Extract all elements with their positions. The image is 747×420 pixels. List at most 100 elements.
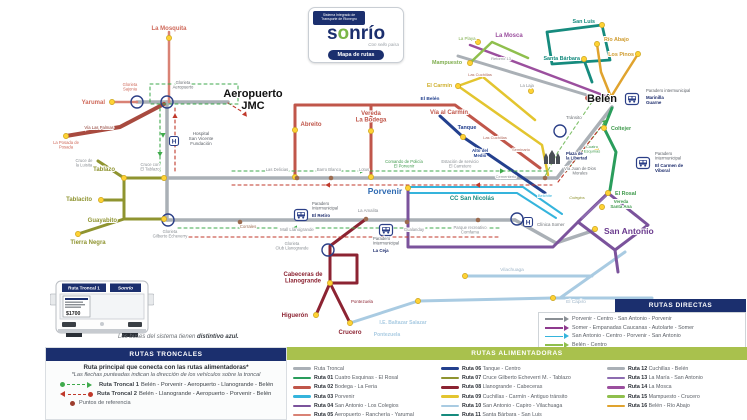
brand-letter: n xyxy=(349,23,361,44)
brand-card: Sistema Integrado de Transporte de Rione… xyxy=(308,7,404,63)
route-name: Ruta 10 San Antonio - Capiro - Vilachuag… xyxy=(462,402,563,409)
reference-dot-icon xyxy=(237,219,243,225)
brand-letter: r xyxy=(360,23,369,44)
direction-arrow-icon xyxy=(601,119,607,125)
map-label: El Belén xyxy=(421,96,440,102)
map-label: CC San Nicolás xyxy=(450,196,495,202)
map-label-halo: El Rosal xyxy=(615,191,637,197)
stop-dot-icon xyxy=(415,298,421,304)
hospital-icon: H xyxy=(168,135,180,147)
route-line xyxy=(328,281,352,325)
map-label-halo: Crucero xyxy=(338,330,361,336)
stop-dot-icon xyxy=(327,280,333,286)
bus-wheel-right xyxy=(122,333,138,337)
route-line xyxy=(595,42,613,99)
map-label-halo: Tablacito xyxy=(66,197,92,203)
route-line xyxy=(293,103,542,179)
feeder-route-row: Ruta 03 Porvenir xyxy=(293,392,441,401)
map-label-halo: San Antonio xyxy=(604,226,654,236)
map-label: Belchite xyxy=(538,193,553,198)
stop-dot-icon xyxy=(161,216,167,222)
map-label: La Ceja xyxy=(373,248,389,253)
reference-points-row: Puntos de referencia xyxy=(70,400,286,406)
brand-letter: í xyxy=(368,23,374,44)
map-label: Río Abajo xyxy=(604,37,630,43)
map-label: Corrales xyxy=(240,224,257,229)
agency-line2: Transporte de Rionegro xyxy=(321,17,357,22)
stop-dot-icon xyxy=(635,51,641,57)
bus-stop-icon xyxy=(378,223,394,237)
reference-label: Puntos de referencia xyxy=(79,400,131,406)
direct-route-line xyxy=(545,326,563,329)
bus-stop-icon xyxy=(624,92,640,106)
route-color-swatch xyxy=(441,413,459,417)
map-label-halo: Los Pinos xyxy=(608,52,634,58)
bus-headlight-left xyxy=(62,322,76,327)
route-name: Ruta Troncal xyxy=(314,365,345,372)
route-line xyxy=(348,296,654,325)
route-line xyxy=(581,195,607,219)
map-label-halo: Belchite xyxy=(538,193,553,198)
map-label: Barro Blanco xyxy=(317,167,342,172)
feeder-route-row: Ruta 05 Aeropuerto - Ranchería - Yarumal xyxy=(293,410,441,419)
bus-brand-sign-text: Sonrío xyxy=(118,286,133,292)
feeder-route-row: Ruta 04 San Antonio - Los Colegios xyxy=(293,401,441,410)
route-line xyxy=(328,253,359,285)
route-line xyxy=(609,52,640,99)
rutas-alimentadoras-header: RUTAS ALIMENTADORAS xyxy=(287,347,747,360)
bus-stop-icon xyxy=(635,156,651,170)
map-label-halo: La Mosca xyxy=(495,33,523,39)
route-line xyxy=(613,248,620,274)
map-label: El Carmín xyxy=(427,83,452,89)
map-label-halo: El Carmín xyxy=(427,83,452,89)
direction-arrow-icon xyxy=(172,113,178,118)
map-label-halo: La Mosquita xyxy=(151,26,187,32)
stop-dot-icon xyxy=(121,175,127,181)
direct-route-arrow-icon xyxy=(564,324,569,331)
route-card-line xyxy=(65,298,88,300)
glorieta-circle-icon xyxy=(553,124,567,138)
map-label: Higuerón xyxy=(282,313,309,319)
feeder-route-row: Ruta 14 La Mosca xyxy=(607,383,739,392)
feeder-route-row: Ruta 06 Tanque - Centro xyxy=(441,364,607,373)
brand-letter: o xyxy=(337,23,350,44)
bus-emblem xyxy=(100,322,104,326)
mapa-de-rutas-button[interactable]: Mapa de rutas xyxy=(328,50,384,60)
route-color-swatch xyxy=(441,395,459,398)
feeder-route-row: Ruta 01 Cuatro Esquinas - El Rosal xyxy=(293,373,441,382)
route-line xyxy=(545,23,612,66)
stop-dot-icon xyxy=(75,231,81,237)
map-label: Las Cuchillas xyxy=(468,72,492,77)
map-label-halo: Coltejer xyxy=(611,126,632,132)
route-line xyxy=(582,58,594,84)
route-card-line xyxy=(65,306,81,308)
map-label: La Mosca xyxy=(495,33,523,39)
map-label: Mampuesto xyxy=(432,60,463,66)
map-label-halo: Tránsito xyxy=(566,115,582,120)
map-label-halo: Yarumal xyxy=(82,100,106,106)
map-label: Lotus xyxy=(359,167,369,172)
map-label-halo: Tanque xyxy=(458,125,477,131)
map-label-halo: Vía Las Palmas xyxy=(84,125,113,130)
bus-brand-sign xyxy=(110,283,141,292)
stop-dot-icon xyxy=(581,56,587,62)
reference-dot-icon xyxy=(542,175,548,181)
